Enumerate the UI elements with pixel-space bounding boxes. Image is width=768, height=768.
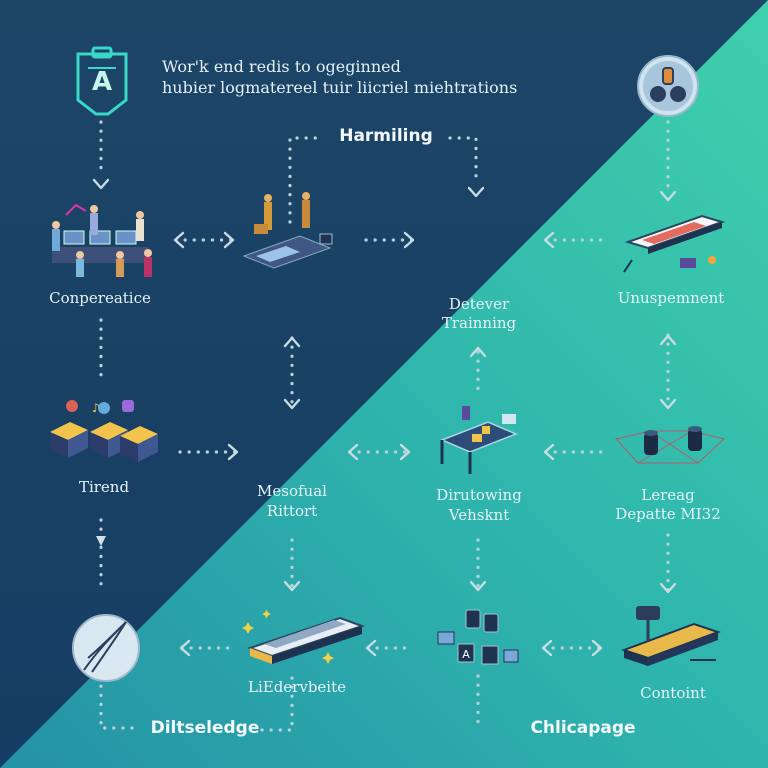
node-label-training-1: Detever: [448, 295, 510, 313]
down-triangle: [96, 536, 106, 546]
svg-text:A: A: [92, 67, 112, 97]
a-tiles-icon: A: [437, 609, 519, 665]
phone-device-icon: [623, 214, 726, 273]
node-label-lereag-1: Lereag: [641, 486, 695, 504]
section-title-harmiling: Harmiling: [339, 126, 433, 146]
header-line-2: hubier logmatereel tuir liicriel miehtra…: [162, 78, 518, 97]
conveyor-sparks-icon: [242, 609, 366, 664]
feather-circle-icon: [72, 614, 140, 682]
node-label-liedervbeite: LiEdervbeite: [247, 678, 346, 696]
svg-text:♪: ♪: [92, 401, 100, 415]
node-label-unuspement: Unuspemnent: [617, 289, 725, 307]
node-label-conpereatice: Conpereatice: [49, 289, 151, 307]
server-network-icon: [615, 426, 726, 464]
node-label-dirutowing-2: Vehsknt: [448, 506, 510, 524]
header-line-1: Wor'k end redis to ogeginned: [162, 57, 401, 76]
people-workstation-icon: [52, 203, 152, 277]
cooler-pad-icon: [620, 606, 722, 666]
node-label-tirend: Tirend: [78, 478, 130, 496]
clipboard-a-icon: A: [76, 46, 128, 116]
node-label-dirutowing-1: Dirutowing: [436, 486, 522, 504]
node-label-training-2: Trainning: [441, 314, 517, 332]
section-title-diltelege: Diltseledge: [150, 718, 260, 738]
header-text: Wor'k end redis to ogeginned hubier logm…: [162, 56, 522, 98]
gear-badge-icon: [637, 55, 699, 117]
arrowheads: [92, 178, 677, 657]
node-label-mesofual-1: Mesofual: [257, 482, 327, 500]
connectors: [99, 120, 670, 732]
workers-desk-icon: [242, 192, 333, 269]
node-label-lereag-2: Depatte MI32: [615, 505, 721, 523]
cargo-blocks-icon: ♪: [50, 400, 158, 462]
node-label-mesofual-2: Rittort: [266, 502, 318, 520]
desk-bench-icon: [440, 406, 518, 474]
svg-text:A: A: [462, 648, 470, 661]
section-title-chlicapage: Chlicapage: [530, 718, 636, 738]
node-label-contoint: Contoint: [640, 684, 706, 702]
